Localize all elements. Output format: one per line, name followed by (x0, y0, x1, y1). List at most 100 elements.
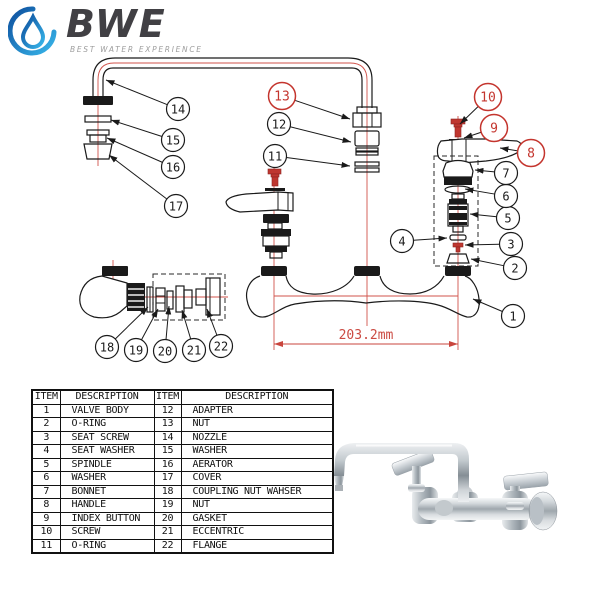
callout-circle-10 (473, 82, 503, 112)
part-description: FLANGE (180, 538, 334, 554)
part-number: 3 (31, 430, 61, 445)
leader-line-3 (464, 241, 500, 248)
part-number: 15 (153, 444, 182, 459)
dimension-label: 203.2mm (339, 328, 394, 343)
spout-aerator (335, 485, 343, 491)
leader-line-19 (140, 308, 159, 341)
part-description: BONNET (59, 484, 155, 499)
leader-line-5 (469, 211, 497, 218)
leader-line-8 (499, 146, 518, 153)
part-number: 13 (153, 417, 182, 432)
part-description: NOZZLE (180, 430, 334, 445)
callout-number-17: 17 (169, 200, 183, 214)
part-description: NUT (180, 498, 334, 513)
callout-circle-7 (493, 160, 519, 186)
part-number: 4 (31, 444, 61, 459)
swing-spout (334, 443, 469, 502)
valve-body (245, 266, 480, 318)
part-description: SEAT SCREW (59, 430, 155, 445)
callout-number-12: 12 (272, 118, 286, 132)
right-handle-collar (506, 502, 524, 510)
callout-circle-16 (160, 154, 186, 180)
callout-circle-12 (266, 111, 292, 137)
product-photo (334, 443, 558, 531)
part-description: VALVE BODY (59, 403, 155, 418)
callout-circle-2 (502, 255, 528, 281)
part-description: AERATOR (180, 457, 334, 472)
callout-number-13: 13 (274, 90, 290, 105)
wall-flange-inner (530, 497, 544, 525)
left-handle-stem (412, 466, 421, 488)
callout-number-16: 16 (166, 161, 180, 175)
part-number: 17 (153, 471, 182, 486)
part-number: 14 (153, 430, 182, 445)
part-description: COUPLING NUT WAHSER (180, 484, 334, 499)
part-number: 5 (31, 457, 61, 472)
part-description: WASHER (180, 444, 334, 459)
part-description: SPINDLE (59, 457, 155, 472)
callout-number-4: 4 (398, 235, 405, 249)
part-number: 22 (153, 538, 182, 554)
brand-logo: BWE BEST WATER EXPERIENCE (8, 4, 203, 56)
diverter-knob (435, 500, 453, 516)
brand-name: BWE (66, 2, 167, 46)
leader-line-22 (206, 308, 218, 336)
callout-number-19: 19 (129, 344, 143, 358)
callout-number-8: 8 (527, 147, 535, 162)
callout-number-20: 20 (158, 345, 172, 359)
callout-number-18: 18 (100, 341, 114, 355)
brand-tagline: BEST WATER EXPERIENCE (70, 45, 203, 54)
faucet-photo-drawing (334, 443, 558, 531)
callout-number-11: 11 (268, 150, 282, 164)
right-valve-assembly (433, 118, 523, 267)
part-number: 2 (31, 417, 61, 432)
leader-line-6 (464, 187, 495, 195)
adapter-parts (352, 106, 382, 173)
part-description: GASKET (180, 511, 334, 526)
callout-circle-3 (498, 231, 524, 257)
callout-circle-22 (208, 333, 234, 359)
aerator-parts (83, 115, 113, 160)
part-number: 12 (153, 403, 182, 418)
callout-number-7: 7 (502, 167, 509, 181)
callout-number-3: 3 (507, 238, 514, 252)
leader-line-2 (470, 257, 504, 267)
callout-number-9: 9 (490, 122, 498, 137)
leader-line-9 (463, 131, 482, 139)
callout-number-10: 10 (480, 91, 496, 106)
callout-number-2: 2 (511, 262, 518, 276)
callout-circle-4 (389, 228, 415, 254)
spout-tip (334, 476, 344, 486)
callout-circle-11 (262, 143, 288, 169)
callout-circle-14 (165, 96, 191, 122)
part-number: 16 (153, 457, 182, 472)
part-description: WASHER (59, 471, 155, 486)
leader-line-17 (108, 154, 168, 200)
leader-line-21 (181, 309, 192, 340)
part-description: INDEX BUTTON (59, 511, 155, 526)
dimension-203mm: 203.2mm (274, 328, 458, 347)
leader-line-15 (110, 119, 163, 137)
part-number: 6 (31, 471, 61, 486)
water-drop-icon (8, 6, 57, 56)
part-description: SEAT WASHER (59, 444, 155, 459)
leader-line-11 (286, 157, 351, 168)
callout-number-15: 15 (166, 134, 180, 148)
part-description: ADAPTER (180, 403, 334, 418)
callout-number-22: 22 (214, 340, 228, 354)
part-number: 21 (153, 525, 182, 540)
part-description: O-RING (59, 417, 155, 432)
leader-line-7 (474, 167, 495, 174)
part-number: 11 (31, 538, 61, 554)
